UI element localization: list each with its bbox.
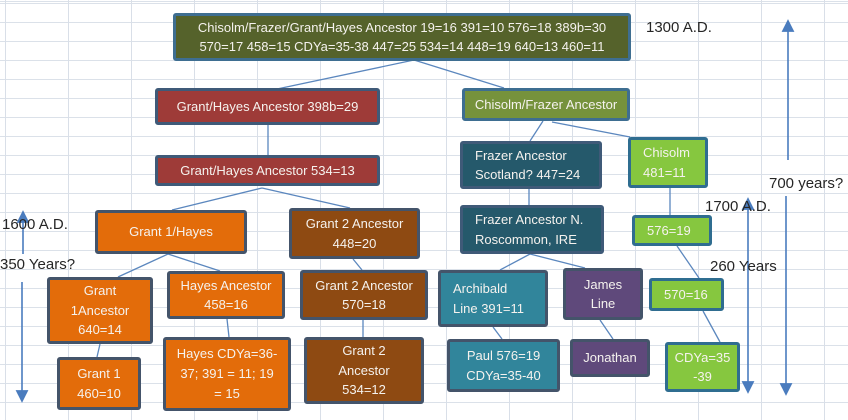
node-grant1-hayes[interactable]: Grant 1/Hayes [95, 210, 247, 254]
node-chisolm-481[interactable]: Chisolm 481=11 [628, 137, 708, 188]
node-paul-576[interactable]: Paul 576=19 CDYa=35-40 [447, 339, 560, 392]
node-cdya-35-39[interactable]: CDYa=35 -39 [665, 342, 740, 392]
node-hayes-cdya[interactable]: Hayes CDYa=36- 37; 391 = 11; 19 = 15 [163, 337, 291, 411]
label-700-years: 700 years? [769, 175, 844, 192]
node-frazer-ancestor-roscommon[interactable]: Frazer Ancestor N. Roscommon, IRE [460, 205, 604, 254]
node-grant1-460[interactable]: Grant 1 460=10 [57, 357, 141, 410]
label-1600-ad: 1600 A.D. [2, 216, 68, 233]
label-1700-ad: 1700 A.D. [705, 198, 771, 215]
node-hayes-ancestor-458[interactable]: Hayes Ancestor 458=16 [167, 271, 285, 319]
node-grant2-ancestor-534[interactable]: Grant 2 Ancestor 534=12 [304, 337, 424, 404]
label-1300-ad: 1300 A.D. [646, 19, 712, 36]
node-jonathan[interactable]: Jonathan [570, 339, 650, 377]
node-grant-hayes-534[interactable]: Grant/Hayes Ancestor 534=13 [155, 155, 380, 186]
node-grant1-ancestor-640[interactable]: Grant 1Ancestor 640=14 [47, 277, 153, 344]
node-archibald-line-391[interactable]: Archibald Line 391=11 [438, 270, 548, 327]
node-570-16[interactable]: 570=16 [649, 278, 724, 311]
label-260-years: 260 Years [710, 258, 777, 275]
node-grant2-ancestor-570[interactable]: Grant 2 Ancestor 570=18 [300, 270, 428, 320]
node-chisolm-frazer-ancestor[interactable]: Chisolm/Frazer Ancestor [462, 88, 630, 121]
tree-connectors [96, 59, 721, 358]
node-grant-hayes-398b[interactable]: Grant/Hayes Ancestor 398b=29 [155, 88, 380, 125]
node-grant2-ancestor-448[interactable]: Grant 2 Ancestor 448=20 [289, 208, 420, 259]
node-frazer-ancestor-scotland[interactable]: Frazer Ancestor Scotland? 447=24 [460, 141, 602, 189]
label-350-years: 350 Years? [0, 256, 76, 273]
node-james-line[interactable]: James Line [563, 268, 643, 320]
node-576-19[interactable]: 576=19 [632, 215, 712, 246]
node-top-ancestor[interactable]: Chisolm/Frazer/Grant/Hayes Ancestor 19=1… [173, 13, 631, 61]
